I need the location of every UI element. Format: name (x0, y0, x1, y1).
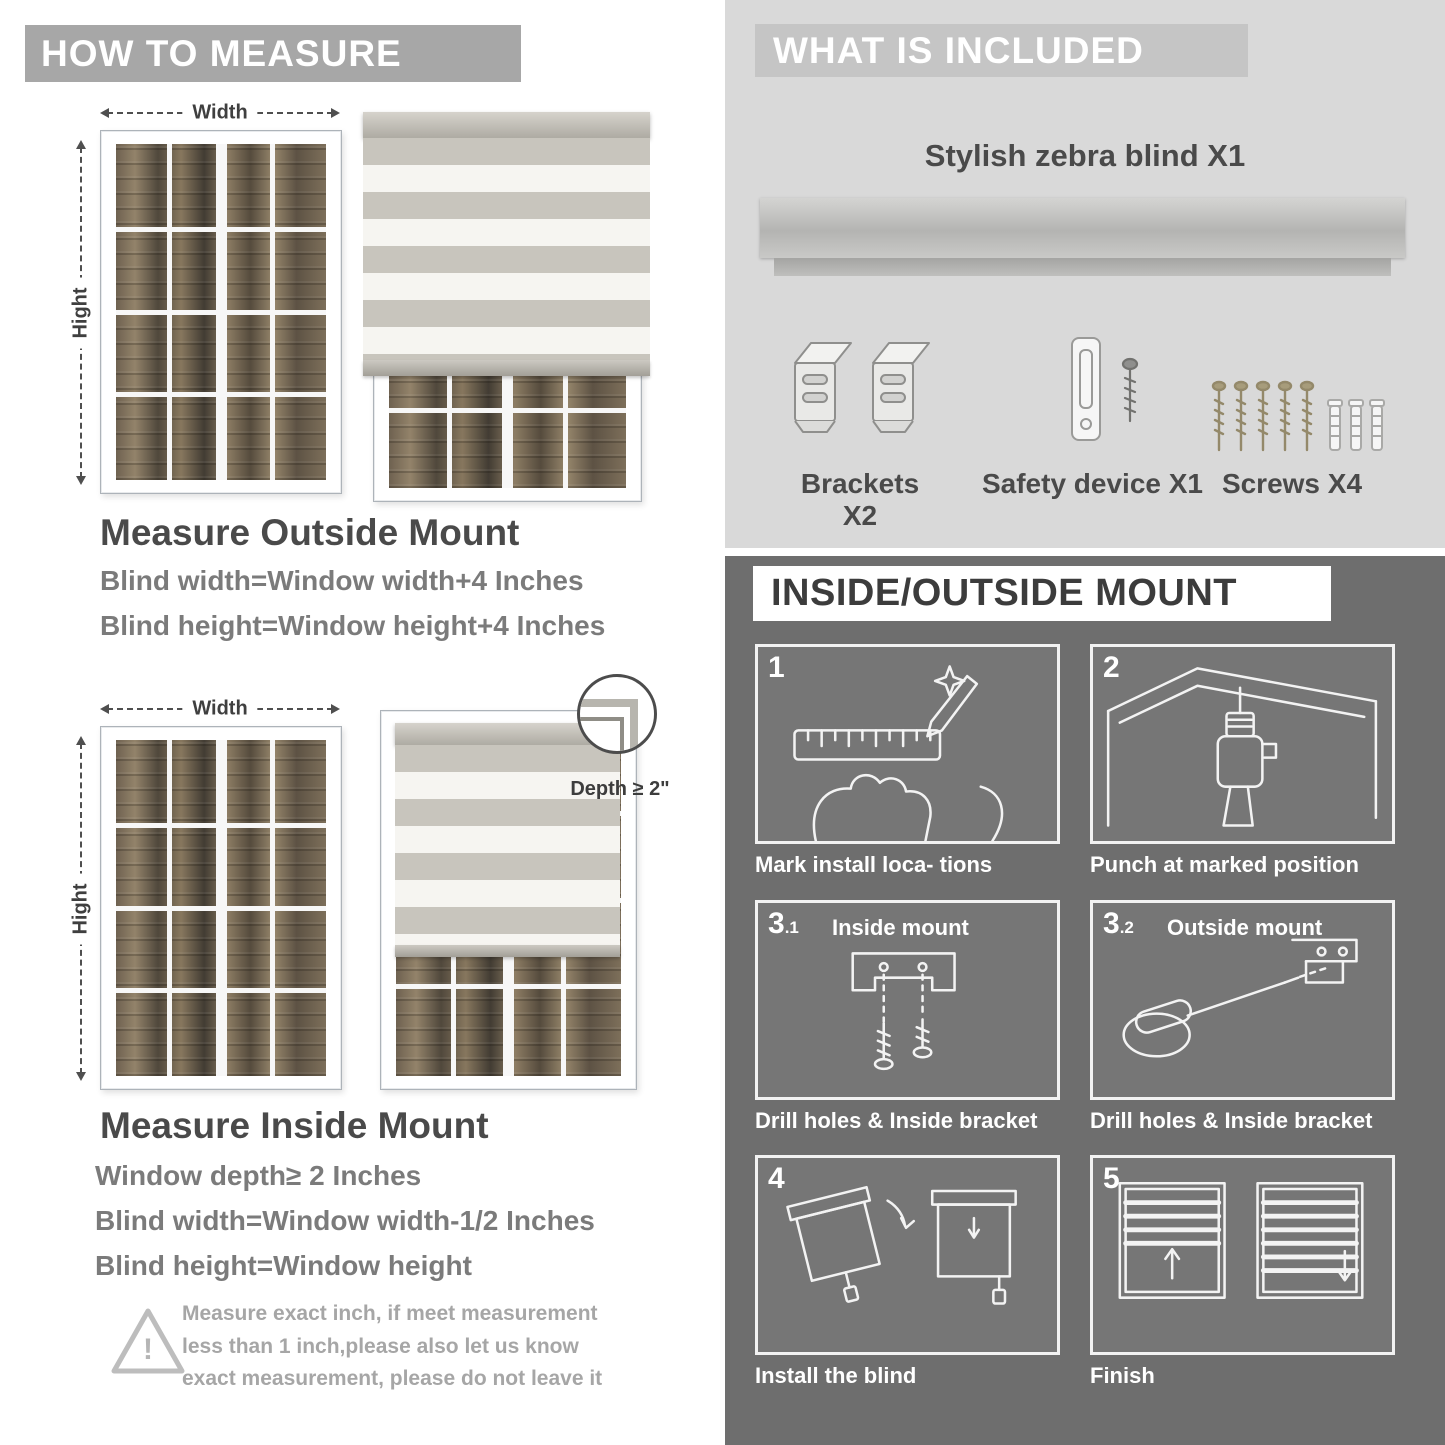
blind-headrail-illustration (760, 198, 1405, 276)
width-label: Width (182, 697, 258, 721)
blind-headrail (363, 112, 650, 138)
inside-blind-figure (380, 710, 637, 1090)
safety-device-icon (1071, 337, 1139, 441)
blind-headrail (395, 723, 620, 745)
step-number: 2 (1103, 651, 1120, 684)
step-2-box: 2 (1090, 644, 1395, 844)
blind-bottomrail (395, 945, 620, 957)
outside-blind-figure (363, 112, 650, 502)
width-label: Width (182, 101, 258, 125)
step-3-1-caption: Drill holes & Inside bracket (755, 1108, 1038, 1133)
brackets-label: Brackets X2 (800, 468, 920, 531)
inside-formula-height: Blind height=Window height (95, 1250, 472, 1281)
mount-instructions-section: INSIDE/OUTSIDE MOUNT 1 Mark install loca… (725, 556, 1445, 1445)
outside-mount-label: Outside mount (1167, 915, 1323, 940)
warning-icon (111, 1308, 185, 1374)
what-is-included-section: WHAT IS INCLUDED Stylish zebra blind X1 (725, 0, 1445, 548)
window-glass (116, 740, 326, 1076)
product-label: Stylish zebra blind X1 (924, 138, 1246, 173)
blind-stripes (395, 745, 620, 945)
inside-mount-label: Inside mount (832, 915, 969, 940)
outside-formula-width: Blind width=Window width+4 Inches (100, 565, 584, 596)
outside-formula-height: Blind height=Window height+4 Inches (100, 610, 606, 641)
step-5-box: 5 (1090, 1155, 1395, 1355)
height-arrow: Hight (69, 140, 93, 485)
width-arrow: Width (100, 101, 340, 125)
safety-device-label: Safety device X1 (981, 468, 1204, 499)
window-illustration (100, 726, 342, 1090)
corner-detail (580, 717, 624, 751)
window-glass (116, 144, 326, 480)
finish-illustration (1118, 1181, 1364, 1299)
inside-mount-title: Measure Inside Mount (100, 1105, 489, 1146)
install-blind-illustration (786, 1185, 1017, 1305)
screws-icon (1211, 380, 1385, 452)
width-arrow: Width (100, 697, 340, 721)
inside-formula-depth: Window depth≥ 2 Inches (95, 1160, 422, 1191)
step-number: 5 (1103, 1162, 1120, 1195)
screws-label: Screws X4 (1221, 468, 1363, 499)
height-label: Hight (69, 872, 93, 945)
step-2-caption: Punch at marked position (1090, 852, 1359, 877)
step-4-caption: Install the blind (755, 1363, 917, 1388)
warning-text: Measure exact inch, if meet measurement … (182, 1302, 603, 1391)
outside-mount-title: Measure Outside Mount (100, 512, 520, 553)
warning-exclamation: ! (143, 1333, 153, 1366)
step-3-1-box: 3.1 Inside mount (755, 900, 1060, 1100)
step-5-caption: Finish (1090, 1363, 1155, 1388)
brackets-icon (794, 342, 930, 433)
corner-detail (580, 699, 638, 751)
step-number: 3.1 (768, 907, 799, 940)
step-3-2-caption: Drill holes & Inside bracket (1090, 1108, 1373, 1133)
depth-label: Depth ≥ 2" (570, 778, 670, 800)
zebra-blind-illustration (363, 112, 650, 376)
inside-formula-width: Blind width=Window width-1/2 Inches (95, 1205, 595, 1236)
blind-bottomrail (363, 360, 650, 376)
height-arrow: Hight (69, 736, 93, 1081)
inside-bracket-illustration (851, 952, 956, 1071)
what-is-included-banner: WHAT IS INCLUDED (755, 24, 1248, 77)
blind-stripes (363, 138, 650, 360)
step-1-caption: Mark install loca- tions (755, 852, 993, 877)
drill-illustration (1106, 667, 1378, 827)
step-number: 1 (768, 651, 785, 684)
step-number: 3.2 (1103, 907, 1134, 940)
window-illustration (100, 130, 342, 494)
zebra-blind-illustration (395, 723, 620, 957)
mount-banner: INSIDE/OUTSIDE MOUNT (753, 566, 1331, 621)
outside-bracket-illustration (1122, 938, 1358, 1058)
mark-location-illustration (793, 665, 1004, 841)
height-label: Hight (69, 276, 93, 349)
depth-callout-circle (577, 674, 657, 754)
step-1-box: 1 (755, 644, 1060, 844)
step-3-2-box: 3.2 Outside mount (1090, 900, 1395, 1100)
how-to-measure-banner: HOW TO MEASURE (25, 25, 521, 82)
step-number: 4 (768, 1162, 785, 1195)
step-4-box: 4 (755, 1155, 1060, 1355)
